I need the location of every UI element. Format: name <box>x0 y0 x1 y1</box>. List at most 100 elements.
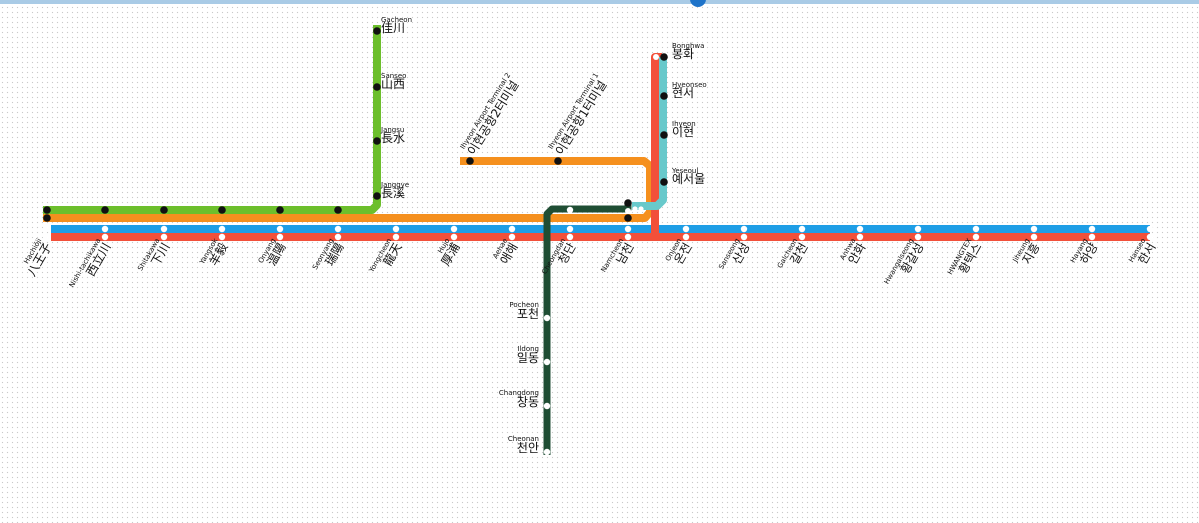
station-dot[interactable] <box>218 233 226 241</box>
station-name-en: Hyeonseo <box>672 81 707 89</box>
interchange-dot[interactable] <box>160 206 168 214</box>
station-dot[interactable] <box>1030 233 1038 241</box>
interchange-dot[interactable] <box>624 214 632 222</box>
interchange-dot[interactable] <box>101 206 109 214</box>
station-dot[interactable] <box>1030 225 1038 233</box>
station-dot[interactable] <box>543 358 551 366</box>
station-dot[interactable] <box>638 206 644 212</box>
station-dot[interactable] <box>856 233 864 241</box>
station-dot[interactable] <box>660 178 668 186</box>
station-dot[interactable] <box>508 233 516 241</box>
station-dot[interactable] <box>740 233 748 241</box>
station-dot[interactable] <box>914 225 922 233</box>
station-dot[interactable] <box>101 225 109 233</box>
station-dot[interactable] <box>1146 225 1154 233</box>
station-name-local: 예서울 <box>672 172 705 186</box>
station-dot[interactable] <box>798 225 806 233</box>
station-dot[interactable] <box>160 225 168 233</box>
station-dot[interactable] <box>1146 233 1154 241</box>
station-dot[interactable] <box>334 233 342 241</box>
station-name-local: 長溪 <box>381 186 405 200</box>
station-name-local: 佳川 <box>381 21 405 35</box>
station-name-local: 山西 <box>381 77 405 91</box>
top-scrollbar-handle[interactable] <box>690 0 706 7</box>
station-dot[interactable] <box>660 131 668 139</box>
station-dot[interactable] <box>373 83 381 91</box>
station-dot[interactable] <box>566 206 574 214</box>
line-green <box>43 25 381 214</box>
station-name-local: 일동 <box>517 351 539 365</box>
station-dot[interactable] <box>856 225 864 233</box>
station-dot[interactable] <box>42 233 50 241</box>
line-teal <box>632 57 667 210</box>
station-dot[interactable] <box>740 225 748 233</box>
station-dot[interactable] <box>392 225 400 233</box>
station-dot[interactable] <box>543 448 551 456</box>
station-name-local: 천안 <box>517 440 539 455</box>
station-dot[interactable] <box>373 137 381 145</box>
station-dot[interactable] <box>972 225 980 233</box>
interchange-dot[interactable] <box>624 199 632 207</box>
station-dot[interactable] <box>624 225 632 233</box>
station-dot[interactable] <box>508 225 516 233</box>
station-dot[interactable] <box>625 208 631 214</box>
station-dot[interactable] <box>660 53 668 61</box>
station-dot[interactable] <box>450 233 458 241</box>
station-dot[interactable] <box>373 27 381 35</box>
station-dot[interactable] <box>632 206 638 212</box>
station-dot[interactable] <box>276 233 284 241</box>
station-dot[interactable] <box>334 225 342 233</box>
station-dot[interactable] <box>1088 225 1096 233</box>
station-dot[interactable] <box>1088 233 1096 241</box>
interchange-dot[interactable] <box>43 206 51 214</box>
station-dot[interactable] <box>392 233 400 241</box>
station-dot[interactable] <box>373 192 381 200</box>
station-dot[interactable] <box>466 157 474 165</box>
station-name-local: 봉화 <box>672 47 694 61</box>
station-dot[interactable] <box>566 225 574 233</box>
station-dot[interactable] <box>450 225 458 233</box>
station-dot[interactable] <box>101 233 109 241</box>
station-dot[interactable] <box>42 225 50 233</box>
station-name-local: 長水 <box>381 131 405 145</box>
station-dot[interactable] <box>543 402 551 410</box>
station-dot[interactable] <box>914 233 922 241</box>
interchange-dot[interactable] <box>276 206 284 214</box>
interchange-dot[interactable] <box>43 214 51 222</box>
interchange-dot[interactable] <box>218 206 226 214</box>
station-dot[interactable] <box>682 225 690 233</box>
station-dot[interactable] <box>554 157 562 165</box>
station-name-en: Ihyeon <box>672 120 696 128</box>
station-dot[interactable] <box>218 225 226 233</box>
station-dot[interactable] <box>543 314 551 322</box>
station-dot[interactable] <box>682 233 690 241</box>
station-dot[interactable] <box>972 233 980 241</box>
station-name-en: Bonghwa <box>672 42 704 50</box>
station-dot[interactable] <box>276 225 284 233</box>
top-scrollbar-track[interactable] <box>0 0 1199 4</box>
station-dot[interactable] <box>566 233 574 241</box>
station-dot[interactable] <box>653 54 659 60</box>
station-dot[interactable] <box>798 233 806 241</box>
interchange-dot[interactable] <box>334 206 342 214</box>
station-dot[interactable] <box>660 92 668 100</box>
station-dot[interactable] <box>624 233 632 241</box>
station-dot[interactable] <box>160 233 168 241</box>
